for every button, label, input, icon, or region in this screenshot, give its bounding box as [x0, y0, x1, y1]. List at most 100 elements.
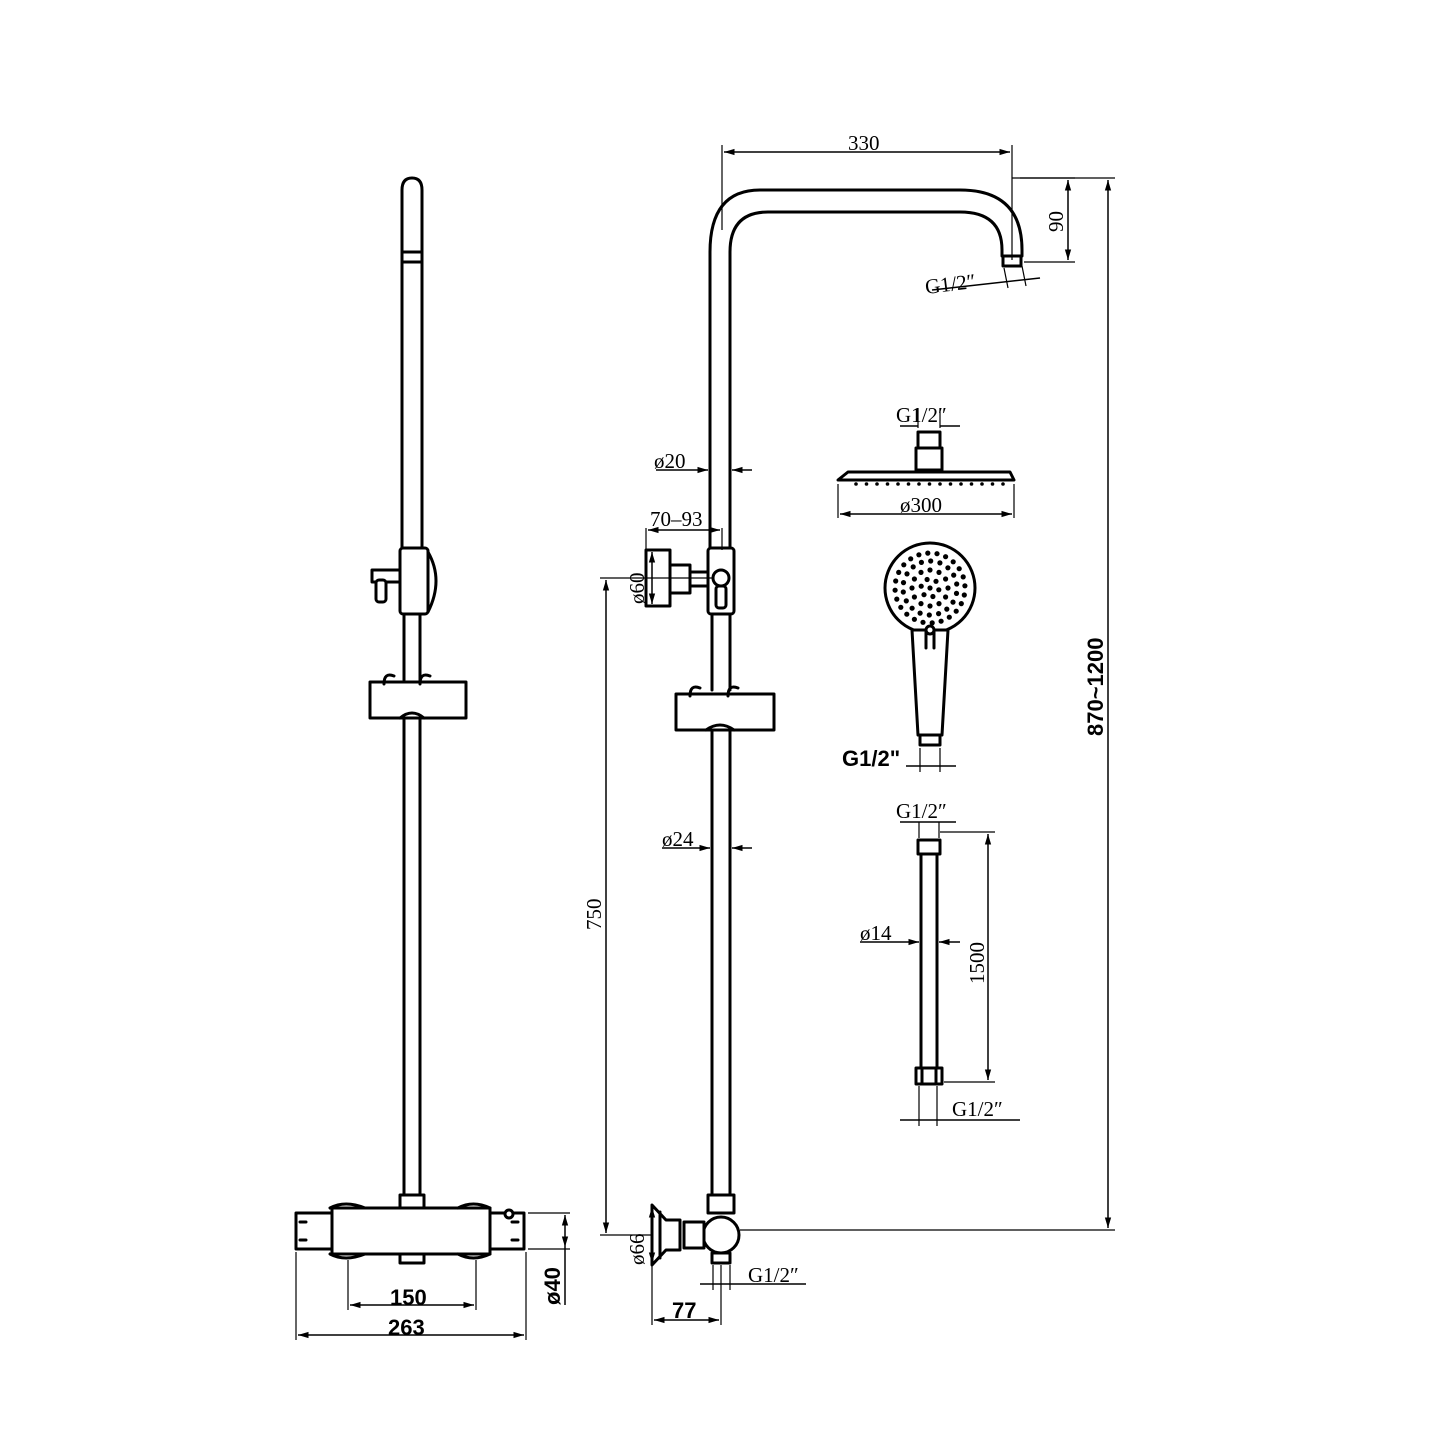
hand-nozzle	[926, 612, 932, 618]
hand-nozzle	[943, 554, 949, 560]
hand-nozzle	[924, 576, 930, 583]
hand-nozzle	[938, 618, 944, 624]
hand-nozzle	[944, 606, 950, 612]
head-nozzle	[969, 482, 974, 486]
total-height-label: 870~1200	[1083, 638, 1108, 737]
hose-length-label: 1500	[965, 942, 989, 984]
head-nozzle	[938, 482, 942, 486]
hand-nozzle	[936, 611, 942, 617]
head-nozzle	[990, 482, 995, 486]
hand-nozzle	[918, 559, 925, 566]
hand-nozzle	[920, 619, 926, 625]
hand-nozzle	[911, 576, 918, 582]
hand-nozzle	[933, 578, 939, 584]
hand-nozzle	[904, 571, 910, 577]
hand-nozzle	[951, 572, 957, 578]
hand-nozzle	[937, 560, 943, 566]
head-nozzle	[980, 482, 984, 486]
hand-nozzle	[961, 592, 967, 598]
inlet-diameter-label: ø66	[625, 1234, 649, 1266]
hand-nozzle	[896, 569, 902, 576]
head-nozzle	[906, 482, 911, 486]
hand-nozzle	[925, 550, 931, 556]
valve-diameter-label: ø40	[540, 1267, 565, 1305]
hand-nozzle	[936, 587, 942, 593]
arm-width-label: 330	[848, 131, 880, 155]
shower-head	[836, 430, 1016, 486]
bracket-diameter-label: ø60	[625, 573, 649, 605]
shower-head-dimensions	[837, 408, 1015, 518]
hand-nozzle	[893, 578, 899, 584]
head-nozzle	[917, 482, 921, 486]
front-dimensions	[295, 1212, 570, 1340]
hose-bottom-thread-label: G1/2″	[952, 1097, 1003, 1121]
hose-top-thread-label: G1/2″	[896, 799, 947, 823]
hand-nozzle	[917, 610, 923, 616]
head-nozzle	[959, 482, 963, 486]
hand-nozzle	[930, 593, 936, 600]
side-dimensions	[600, 145, 1115, 1325]
hand-nozzle	[892, 587, 898, 593]
hand-nozzle	[900, 580, 907, 586]
head-nozzle	[864, 482, 869, 486]
hose-dimensions	[860, 821, 1020, 1126]
hand-nozzle	[918, 583, 924, 589]
hand-nozzle	[898, 604, 904, 610]
head-nozzle	[885, 482, 890, 486]
hand-nozzle	[900, 589, 906, 595]
hand-nozzle	[962, 583, 968, 589]
hand-nozzle	[943, 576, 949, 582]
hand-nozzle	[911, 616, 918, 622]
upper-pipe-diameter-label: ø20	[654, 449, 686, 473]
hand-shower-dimensions	[906, 748, 956, 772]
hand-nozzle	[927, 603, 933, 609]
hand-nozzle	[929, 620, 935, 626]
head-nozzle	[896, 482, 900, 486]
head-thread-label: G1/2″	[896, 403, 947, 427]
arm-drop-label: 90	[1044, 211, 1068, 232]
hand-nozzle	[928, 558, 934, 564]
hand-nozzle	[943, 594, 949, 600]
lower-pipe-diameter-label: ø24	[662, 827, 694, 851]
hand-nozzle	[945, 565, 951, 571]
valve-width-label: 263	[388, 1315, 425, 1340]
hand-nozzle	[909, 605, 915, 611]
hose	[914, 838, 944, 1086]
hand-nozzle	[945, 585, 951, 591]
hand-nozzle	[904, 611, 910, 617]
hand-nozzle	[903, 598, 909, 604]
hand-nozzle	[927, 567, 933, 573]
head-nozzle	[854, 482, 858, 486]
head-nozzle	[1001, 482, 1005, 486]
head-nozzle	[875, 482, 879, 486]
hand-nozzle	[954, 581, 960, 587]
hand-nozzle	[908, 556, 914, 562]
hand-nozzle	[911, 594, 918, 600]
hand-nozzle	[950, 599, 956, 605]
bracket-range-label: 70–93	[650, 507, 703, 531]
arm-thread-label: G1/2″	[924, 269, 977, 299]
hand-nozzle	[916, 552, 922, 558]
hand-shower	[883, 541, 977, 747]
hand-nozzle	[936, 569, 942, 576]
hand-nozzle	[936, 601, 942, 607]
inlet-thread-label: G1/2″	[748, 1263, 799, 1287]
hand-nozzle	[927, 585, 933, 591]
centre-height-label: 750	[582, 899, 606, 931]
hand-nozzle	[909, 585, 915, 591]
head-nozzle	[927, 482, 932, 486]
hand-nozzle	[950, 559, 956, 565]
hand-nozzle	[921, 592, 927, 598]
projection-label: 77	[672, 1298, 696, 1323]
front-view	[294, 176, 526, 1265]
hand-nozzle	[894, 596, 900, 602]
hand-nozzle	[960, 574, 966, 580]
hand-nozzle	[958, 601, 964, 607]
hand-nozzle	[918, 569, 924, 576]
hand-nozzle	[953, 590, 960, 597]
hand-nozzle	[901, 562, 907, 568]
head-nozzle	[948, 482, 953, 486]
hand-nozzle	[956, 566, 962, 572]
hand-nozzle	[946, 614, 952, 620]
